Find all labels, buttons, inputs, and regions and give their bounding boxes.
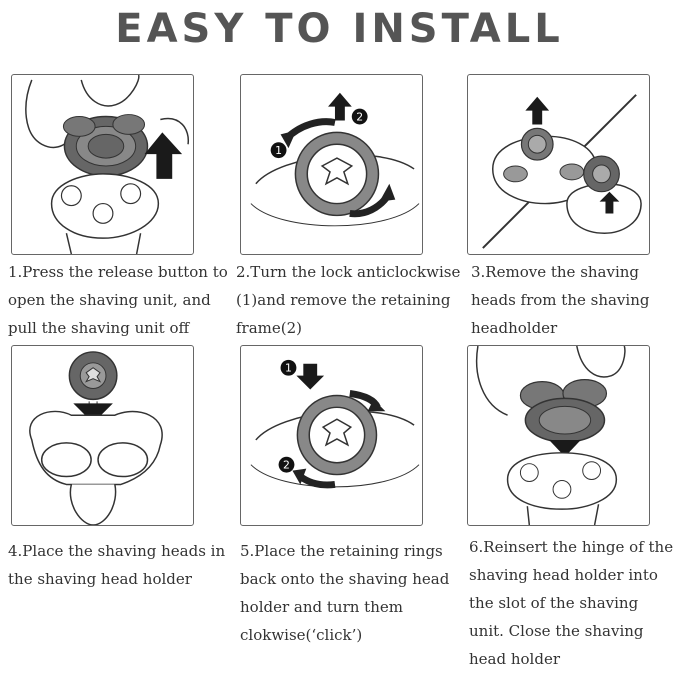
step-6-caption: 6.Reinsert the hinge of the shaving head… [469, 538, 674, 668]
step-5-caption: 5.Place the retaining rings back onto th… [240, 542, 450, 644]
step-1-illustration [11, 74, 194, 255]
up-arrow-icon [525, 96, 550, 125]
up-arrow-icon [328, 92, 352, 121]
step-3-caption: 3.Remove the shaving heads from the shav… [471, 263, 650, 337]
step-5-marker-1: 1 [285, 362, 292, 375]
step-2-illustration: 1 2 [240, 74, 423, 255]
step-4-caption: 4.Place the shaving heads in the shaving… [8, 542, 226, 588]
step-6-illustration [467, 345, 650, 526]
step-2-marker-1: 1 [275, 144, 282, 157]
up-arrow-icon [144, 132, 183, 179]
step-5-marker-2: 2 [283, 459, 290, 472]
step-4-illustration [11, 345, 194, 526]
step-5-illustration: 1 2 [240, 345, 423, 526]
down-arrow-icon [296, 363, 325, 390]
down-arrow-icon [73, 403, 113, 424]
step-2-marker-2: 2 [356, 110, 363, 123]
step-2-caption: 2.Turn the lock anticlockwise (1)and rem… [236, 263, 461, 337]
page-title: EASY TO INSTALL [115, 6, 564, 52]
down-arrow-icon [549, 439, 581, 457]
step-1-caption: 1.Press the release button to open the s… [8, 263, 228, 337]
step-3-illustration [467, 74, 650, 255]
